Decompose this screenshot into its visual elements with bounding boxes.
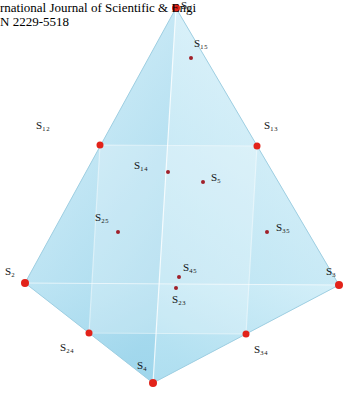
dot bbox=[21, 279, 29, 287]
interior-dots bbox=[116, 56, 269, 290]
edge bbox=[153, 8, 176, 383]
point-label: S₃ bbox=[326, 266, 336, 277]
point-label: S₄ bbox=[137, 360, 147, 371]
point-label: S₅ bbox=[211, 172, 221, 183]
dot bbox=[174, 286, 178, 290]
point-label: S₃₅ bbox=[276, 222, 290, 233]
dot bbox=[335, 281, 343, 289]
dot bbox=[97, 142, 104, 149]
point-label: S₂₄ bbox=[60, 342, 74, 353]
point-label: S₁₃ bbox=[264, 120, 278, 131]
plane-outline bbox=[89, 145, 257, 334]
dot bbox=[201, 180, 205, 184]
faces bbox=[25, 8, 339, 383]
vertex-dots bbox=[21, 4, 343, 387]
point-label: S₁₄ bbox=[134, 160, 148, 171]
dot bbox=[243, 331, 250, 338]
dot bbox=[177, 275, 181, 279]
point-label: S₄₅ bbox=[183, 262, 197, 273]
dot bbox=[86, 330, 93, 337]
outline bbox=[25, 8, 339, 383]
dot bbox=[116, 230, 120, 234]
point-label: S₂₃ bbox=[172, 294, 186, 305]
point-label: S₁₅ bbox=[194, 38, 208, 49]
dot bbox=[189, 56, 193, 60]
dot bbox=[265, 230, 269, 234]
hidden-edge bbox=[25, 283, 339, 285]
point-label: S₂₅ bbox=[95, 212, 109, 223]
point-label: S₂ bbox=[5, 266, 15, 277]
header-text: rnational Journal of Scientific & Engi bbox=[0, 1, 196, 14]
header-text: N 2229-5518 bbox=[0, 15, 69, 28]
dot bbox=[149, 379, 157, 387]
point-label: S₁ bbox=[181, 0, 191, 11]
edges bbox=[25, 8, 339, 383]
inner-plane bbox=[89, 145, 257, 334]
point-label: S₁₂ bbox=[36, 120, 50, 131]
point-label: S₃₄ bbox=[254, 344, 268, 355]
dot bbox=[254, 143, 261, 150]
dot bbox=[166, 170, 170, 174]
